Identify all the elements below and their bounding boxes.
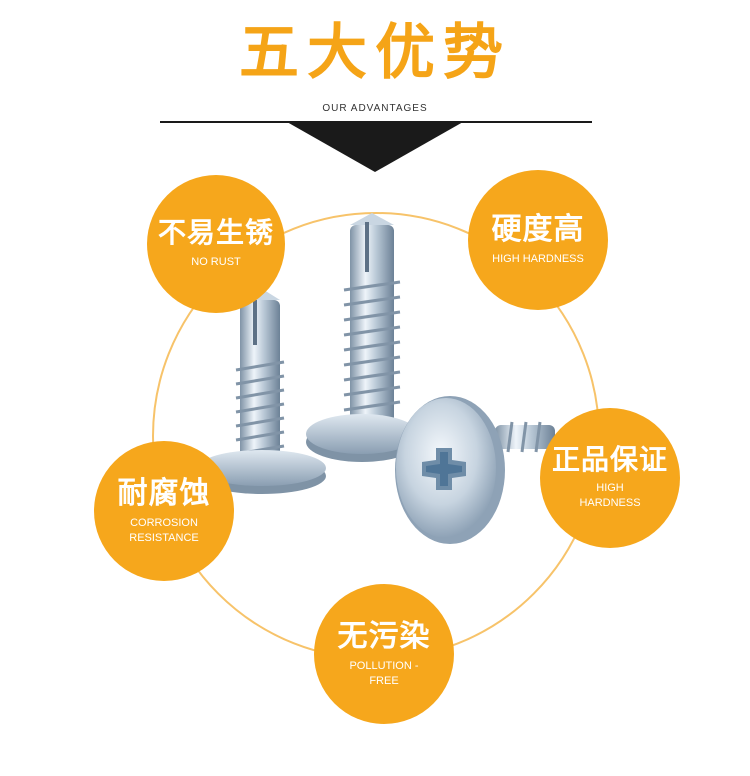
screw-left	[198, 290, 326, 494]
screw-right	[395, 396, 555, 544]
badge-corrosion-title: 耐腐蚀	[117, 475, 211, 511]
badge-genuine-guarantee: 正品保证 HIGH HARDNESS	[540, 408, 680, 548]
badge-no-rust: 不易生锈 NO RUST	[147, 175, 285, 313]
badge-genuine-subtitle: HIGH HARDNESS	[579, 482, 641, 510]
page-subtitle: OUR ADVANTAGES	[322, 103, 428, 114]
badge-no-rust-subtitle: NO RUST	[191, 255, 241, 268]
screw-middle	[306, 213, 418, 462]
badge-high-hardness-subtitle: HIGH HARDNESS	[492, 253, 584, 265]
badge-high-hardness-title: 硬度高	[491, 212, 585, 247]
page-title: 五大优势	[239, 18, 511, 88]
badge-pollution-free: 无污染 POLLUTION -FREE	[314, 584, 454, 724]
badge-corrosion-resistance: 耐腐蚀 CORROSION RESISTANCE	[94, 441, 234, 581]
badge-high-hardness: 硬度高 HIGH HARDNESS	[468, 170, 608, 310]
badge-corrosion-subtitle: CORROSION RESISTANCE	[129, 516, 199, 544]
badge-genuine-title: 正品保证	[551, 442, 668, 476]
badge-pollution-free-title: 无污染	[337, 618, 431, 654]
badge-no-rust-title: 不易生锈	[157, 216, 274, 250]
badge-pollution-free-subtitle: POLLUTION -FREE	[349, 659, 419, 687]
